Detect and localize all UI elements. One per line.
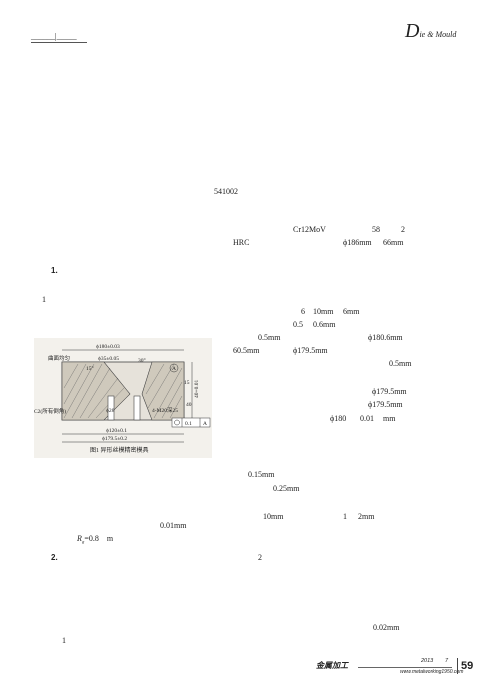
text-fragment: 0.02mm: [373, 623, 400, 632]
footer-website: www.metalworking1950.com: [400, 669, 464, 675]
text-fragment: ϕ179.5mm: [372, 387, 407, 396]
datum-a-label: A: [172, 366, 176, 372]
dim-side2-label: 15: [184, 380, 190, 386]
text-fragment: ϕ179.5mm: [368, 400, 403, 409]
text-fragment: 6mm: [343, 307, 360, 316]
position-symbol-icon: [174, 419, 180, 426]
dim-side-label: 40+0.01: [194, 380, 200, 398]
dim-side3-label: 40: [186, 402, 192, 408]
thread-label: 4-M20深25: [152, 406, 178, 414]
text-fragment: 2mm: [358, 512, 375, 521]
mould-drawing-svg: ϕ180±0.03 曲面均匀 ϕ35±0.05 15° 30° A 40+0.0…: [34, 344, 211, 454]
text-fragment: 0.15mm: [248, 470, 275, 479]
figure-reference-2: 1: [62, 636, 66, 645]
tolerance-text: 0.01mm: [160, 521, 187, 530]
surface-note-label: 曲面均匀: [48, 354, 70, 362]
header-rule-left: [31, 42, 87, 43]
ra-unit: m: [106, 534, 114, 543]
dim-top-label: ϕ180±0.03: [96, 344, 120, 350]
text-fragment: 60.5mm: [233, 346, 260, 355]
footer-year: 2013: [421, 658, 434, 664]
hatched-section-right: [141, 361, 185, 421]
section-heading-1: 1.: [51, 266, 58, 275]
angle1-label: 15°: [86, 365, 94, 372]
material-grade: Cr12MoV: [293, 225, 326, 234]
text-fragment: 0.5mm: [389, 359, 412, 368]
bore-left: [107, 395, 115, 421]
chamfer-label: C2(所有倒角): [34, 407, 66, 415]
text-fragment: ϕ180.6mm: [368, 333, 403, 342]
brand-initial: D: [405, 20, 420, 42]
text-fragment: mm: [383, 414, 396, 423]
text-fragment: 10mm: [263, 512, 284, 521]
text-fragment: 6: [301, 307, 305, 316]
dim-bottom-label: ϕ179.5±0.2: [102, 436, 127, 442]
text-fragment: 2: [258, 553, 262, 562]
hardness-range: 2: [401, 225, 405, 234]
ra-number: =0.8: [84, 534, 99, 543]
bore-right: [133, 395, 141, 421]
outer-diameter: ϕ186mm: [343, 238, 372, 247]
postal-code: 541002: [214, 187, 238, 196]
ra-symbol: R: [77, 534, 82, 543]
tolerance-datum: A: [203, 421, 207, 427]
text-fragment: 0.6mm: [313, 320, 336, 329]
thickness: 66mm: [383, 238, 404, 247]
hardness-unit: HRC: [233, 238, 250, 247]
datum-circle-icon: [169, 363, 179, 373]
footer-divider: [457, 658, 458, 674]
brand-rest: ie & Mould: [419, 30, 457, 39]
footer-logo: 金属加工: [316, 660, 348, 670]
figure-mould-drawing: ϕ180±0.03 曲面均匀 ϕ35±0.05 15° 30° A 40+0.0…: [34, 338, 212, 458]
text-fragment: ϕ180: [330, 414, 347, 423]
journal-brand: Die & Mould: [405, 20, 456, 43]
roughness-value: Ra=0.8 m: [77, 534, 113, 546]
tolerance-frame: [171, 417, 211, 428]
footer-rule: [358, 667, 452, 668]
text-fragment: 0.5: [293, 320, 303, 329]
footer-issue: 7: [445, 658, 449, 664]
text-fragment: 0.01: [360, 414, 374, 423]
text-fragment: ϕ179.5mm: [293, 346, 328, 355]
section-heading-2: 2.: [51, 553, 58, 562]
page-number: 59: [461, 660, 474, 672]
bore-label: ϕ28: [106, 408, 115, 414]
figure-caption: 图1 异形丝模精密模具: [90, 446, 149, 454]
dim-mid-label: ϕ120±0.1: [106, 428, 127, 434]
text-fragment: 0.5mm: [258, 333, 281, 342]
tolerance-value: 0.1: [185, 421, 192, 427]
figure-reference: 1: [42, 295, 46, 304]
header-section-label: ______|_____: [31, 32, 77, 41]
ra-subscript: a: [81, 540, 85, 546]
angle2-label: 30°: [138, 357, 146, 364]
hardness-value: 58: [372, 225, 380, 234]
text-fragment: 0.25mm: [273, 484, 300, 493]
text-fragment: 1: [343, 512, 347, 521]
text-fragment: 10mm: [313, 307, 334, 316]
dim-inner-label: ϕ35±0.05: [98, 356, 119, 362]
